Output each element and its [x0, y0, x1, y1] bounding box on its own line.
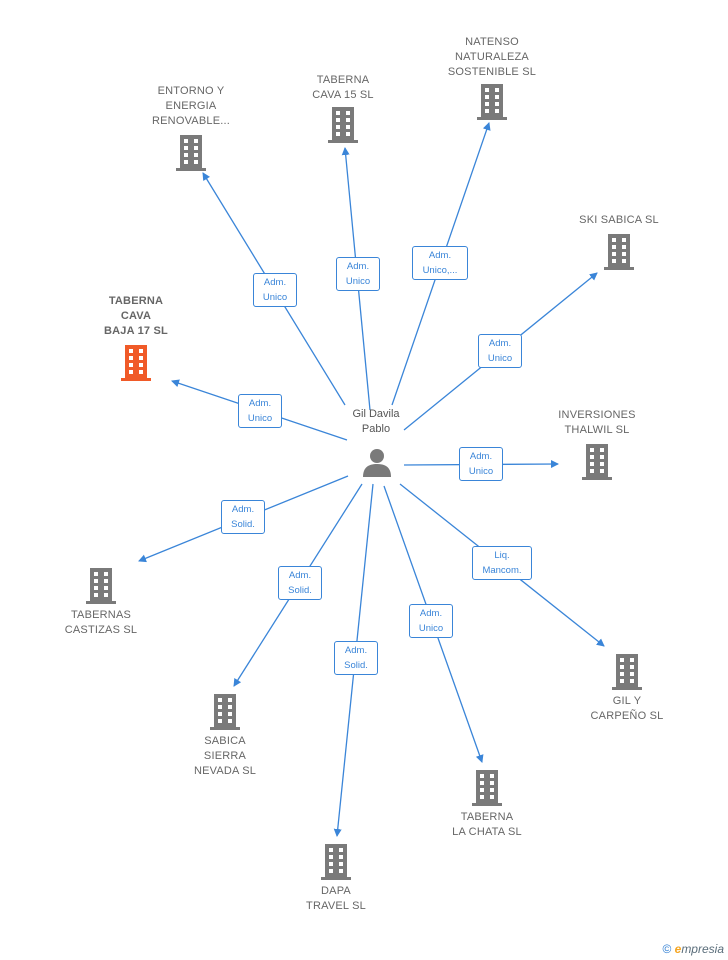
person-icon[interactable] — [362, 447, 392, 477]
edge-label-taberna-cava-15[interactable]: Adm. Unico — [336, 257, 380, 291]
building-icon — [176, 135, 206, 171]
brand-initial: e — [674, 942, 682, 956]
building-icon — [604, 234, 634, 270]
edge-label-taberna-chata[interactable]: Adm. Unico — [409, 604, 453, 638]
building-icon — [328, 107, 358, 143]
company-node-taberna-chata[interactable]: TABERNA LA CHATA SL — [422, 770, 552, 840]
building-icon — [477, 84, 507, 120]
company-label: TABERNAS CASTIZAS SL — [64, 609, 138, 636]
building-icon — [86, 568, 116, 604]
company-label: SABICA SIERRA NEVADA SL — [193, 735, 257, 777]
company-label: GIL Y CARPEÑO SL — [590, 695, 664, 722]
edge-label-ski-sabica[interactable]: Adm. Unico — [478, 334, 522, 368]
edge-label-dapa[interactable]: Adm. Solid. — [334, 641, 378, 675]
company-node-inversiones[interactable]: INVERSIONES THALWIL SL — [532, 408, 662, 480]
company-node-gil-carpeno[interactable]: GIL Y CARPEÑO SL — [562, 654, 692, 724]
edge-label-gil-carpeno[interactable]: Liq. Mancom. — [472, 546, 532, 580]
company-node-ski-sabica[interactable]: SKI SABICA SL — [554, 213, 684, 270]
company-label: TABERNA LA CHATA SL — [452, 811, 522, 838]
brand-name: mpresia — [681, 942, 724, 956]
company-node-sabica-sierra[interactable]: SABICA SIERRA NEVADA SL — [160, 694, 290, 779]
company-label: SKI SABICA SL — [579, 214, 659, 226]
company-label: TABERNA CAVA BAJA 17 SL — [104, 295, 168, 337]
company-node-taberna-cava-15[interactable]: TABERNA CAVA 15 SL — [278, 73, 408, 143]
building-icon — [582, 444, 612, 480]
empresia-footer: © empresia — [662, 942, 724, 956]
building-icon — [321, 844, 351, 880]
edge-label-inversiones[interactable]: Adm. Unico — [459, 447, 503, 481]
company-node-taberna-cava-baja[interactable]: TABERNA CAVA BAJA 17 SL — [71, 294, 201, 381]
edge-label-tabernas-castizas[interactable]: Adm. Solid. — [221, 500, 265, 534]
copyright-icon: © — [662, 942, 672, 956]
company-node-entorno[interactable]: ENTORNO Y ENERGIA RENOVABLE... — [126, 84, 256, 171]
company-label: INVERSIONES THALWIL SL — [558, 409, 636, 436]
company-label: TABERNA CAVA 15 SL — [312, 74, 374, 101]
edge-label-taberna-cava-baja[interactable]: Adm. Unico — [238, 394, 282, 428]
edge-label-entorno[interactable]: Adm. Unico — [253, 273, 297, 307]
building-icon — [472, 770, 502, 806]
edge-label-natenso[interactable]: Adm. Unico,... — [412, 246, 468, 280]
building-icon — [612, 654, 642, 690]
edge-label-sabica-sierra[interactable]: Adm. Solid. — [278, 566, 322, 600]
company-node-tabernas-castizas[interactable]: TABERNAS CASTIZAS SL — [36, 568, 166, 638]
building-icon — [121, 345, 151, 381]
company-label: ENTORNO Y ENERGIA RENOVABLE... — [152, 85, 230, 127]
company-label: NATENSO NATURALEZA SOSTENIBLE SL — [447, 36, 537, 78]
company-label: DAPA TRAVEL SL — [306, 885, 366, 912]
person-name: Gil Davila Pablo — [352, 408, 400, 435]
building-icon — [210, 694, 240, 730]
company-node-natenso[interactable]: NATENSO NATURALEZA SOSTENIBLE SL — [427, 35, 557, 120]
company-node-dapa[interactable]: DAPA TRAVEL SL — [271, 844, 401, 914]
